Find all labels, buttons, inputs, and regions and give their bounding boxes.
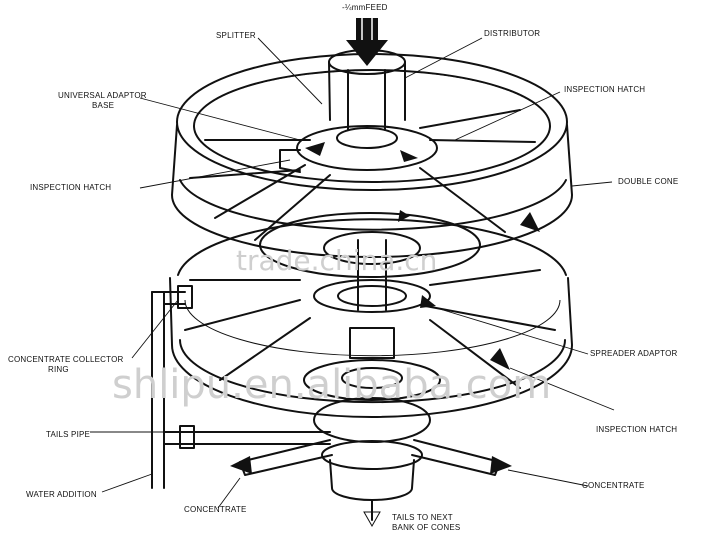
label-feed: -¼mmFEED [342,3,388,12]
label-inspection-hatch-bottom-right: INSPECTION HATCH [596,425,677,434]
label-double-cone: DOUBLE CONE [618,177,678,186]
watermarks: trade.china.cn shlipu.en.alibaba.com [112,244,551,408]
labels: -¼mmFEED SPLITTER DISTRIBUTOR UNIVERSAL … [8,3,678,532]
watermark-lower: shlipu.en.alibaba.com [112,362,551,408]
label-tails-pipe: TAILS PIPE [46,430,90,439]
label-tails-to-next: TAILS TO NEXT [392,513,453,522]
label-inspection-hatch-top-right: INSPECTION HATCH [564,85,645,94]
label-inspection-hatch-left: INSPECTION HATCH [30,183,111,192]
label-spreader-adaptor: SPREADER ADAPTOR [590,349,678,358]
bottom-outlet [321,440,423,528]
inspection-hatch-arrows [490,212,540,370]
label-water-addition: WATER ADDITION [26,490,97,499]
tails-pipe [151,285,331,489]
feed-arrow [346,18,388,66]
leader-lines [90,37,615,509]
concentrate-outlets [230,439,512,476]
label-universal-adaptor-base-2: BASE [92,101,114,110]
distributor-column [328,49,406,131]
machine-drawing [151,18,573,528]
label-concentrate-left: CONCENTRATE [184,505,247,514]
splitter-plate [279,125,438,173]
spreader-ring [259,210,481,313]
watermark-upper: trade.china.cn [236,244,437,277]
label-tails-to-next-2: BANK OF CONES [392,523,460,532]
label-concentrate-collector-ring-2: RING [48,365,69,374]
label-universal-adaptor-base: UNIVERSAL ADAPTOR [58,91,147,100]
label-distributor: DISTRIBUTOR [484,29,540,38]
upper-cone-lower-rim [171,124,573,258]
label-splitter: SPLITTER [216,31,256,40]
lower-cone-rim [169,218,573,418]
label-concentrate-right: CONCENTRATE [582,481,645,490]
lower-cone-ribs [184,269,556,389]
label-concentrate-collector-ring: CONCENTRATE COLLECTOR [8,355,123,364]
